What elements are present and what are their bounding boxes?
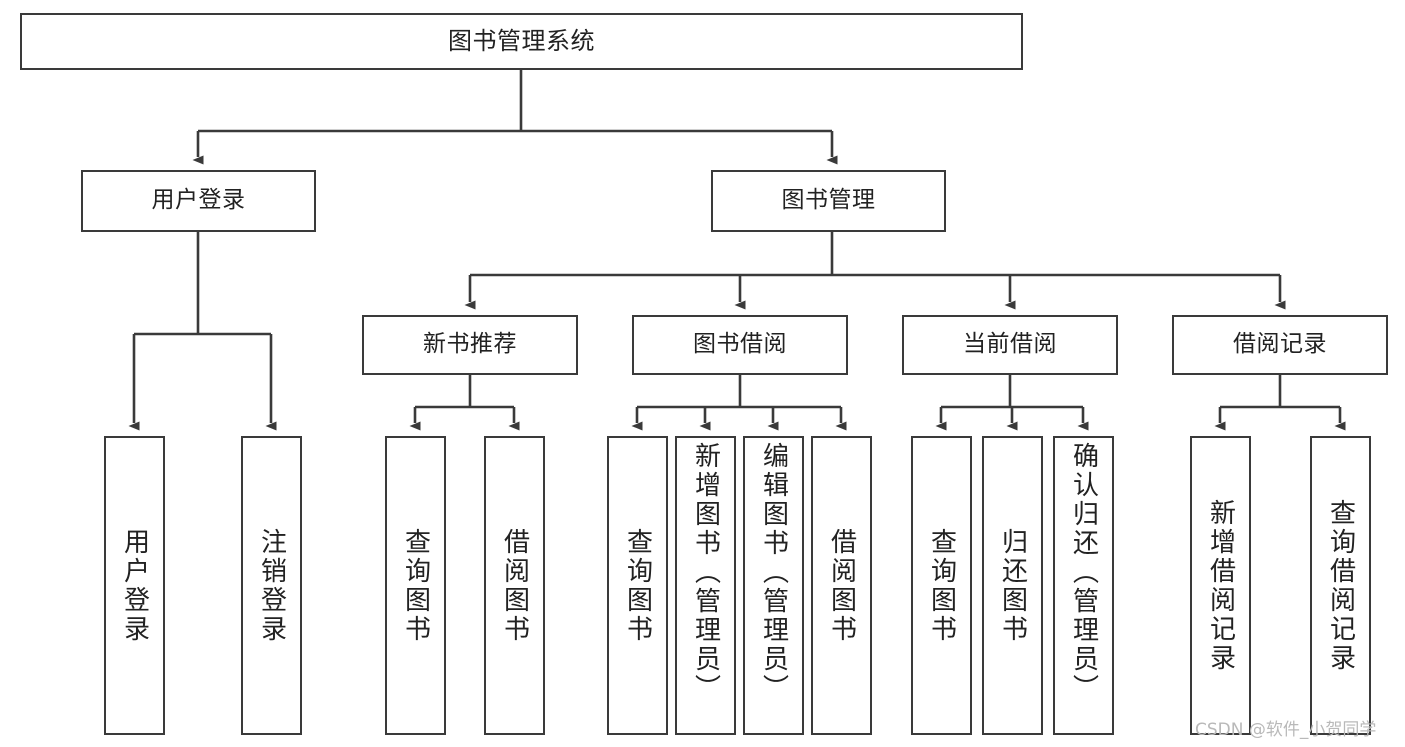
node-book-manage-label: 图书管理 [781,187,876,214]
node-book-borrow-label: 图书借阅 [693,331,787,358]
csdn-watermark: CSDN @软件_小贺同学 [1195,720,1377,740]
node-leaf-edit-book-label: 编辑图书（管理员） [758,442,789,703]
node-leaf-query-record-label: 查询借阅记录 [1325,498,1356,673]
node-new-book-rec[interactable]: 新书推荐 [362,315,578,375]
node-leaf-logout-label: 注销登录 [256,527,287,644]
node-leaf-borrow-book-rec[interactable]: 借阅图书 [484,436,545,735]
node-leaf-user-login-label: 用户登录 [119,527,150,644]
node-leaf-borrow-book-rec-label: 借阅图书 [499,527,530,644]
node-leaf-query-book-cur[interactable]: 查询图书 [911,436,972,735]
node-leaf-query-record[interactable]: 查询借阅记录 [1310,436,1371,735]
node-leaf-query-book-cur-label: 查询图书 [926,527,957,644]
node-leaf-query-book-bor-label: 查询图书 [622,527,653,644]
node-current-borrow-label: 当前借阅 [963,331,1057,358]
node-leaf-logout[interactable]: 注销登录 [241,436,302,735]
node-leaf-edit-book[interactable]: 编辑图书（管理员） [743,436,804,735]
node-borrow-record-label: 借阅记录 [1233,331,1327,358]
node-leaf-add-book[interactable]: 新增图书（管理员） [675,436,736,735]
node-leaf-add-record[interactable]: 新增借阅记录 [1190,436,1251,735]
node-leaf-add-book-label: 新增图书（管理员） [690,442,721,703]
node-book-borrow[interactable]: 图书借阅 [632,315,848,375]
node-leaf-query-book-rec-label: 查询图书 [400,527,431,644]
node-leaf-query-book-bor[interactable]: 查询图书 [607,436,668,735]
node-leaf-borrow-book-bor[interactable]: 借阅图书 [811,436,872,735]
node-leaf-return-book[interactable]: 归还图书 [982,436,1043,735]
node-current-borrow[interactable]: 当前借阅 [902,315,1118,375]
node-leaf-borrow-book-bor-label: 借阅图书 [826,527,857,644]
node-user-login-label: 用户登录 [151,187,246,214]
node-leaf-confirm-return[interactable]: 确认归还（管理员） [1053,436,1114,735]
node-leaf-user-login[interactable]: 用户登录 [104,436,165,735]
node-book-manage[interactable]: 图书管理 [711,170,946,232]
node-leaf-return-book-label: 归还图书 [997,527,1028,644]
node-root[interactable]: 图书管理系统 [20,13,1023,70]
node-leaf-confirm-return-label: 确认归还（管理员） [1068,442,1099,703]
node-user-login[interactable]: 用户登录 [81,170,316,232]
node-new-book-rec-label: 新书推荐 [423,331,517,358]
node-leaf-query-book-rec[interactable]: 查询图书 [385,436,446,735]
node-leaf-add-record-label: 新增借阅记录 [1205,498,1236,673]
node-borrow-record[interactable]: 借阅记录 [1172,315,1388,375]
node-root-label: 图书管理系统 [448,27,595,56]
